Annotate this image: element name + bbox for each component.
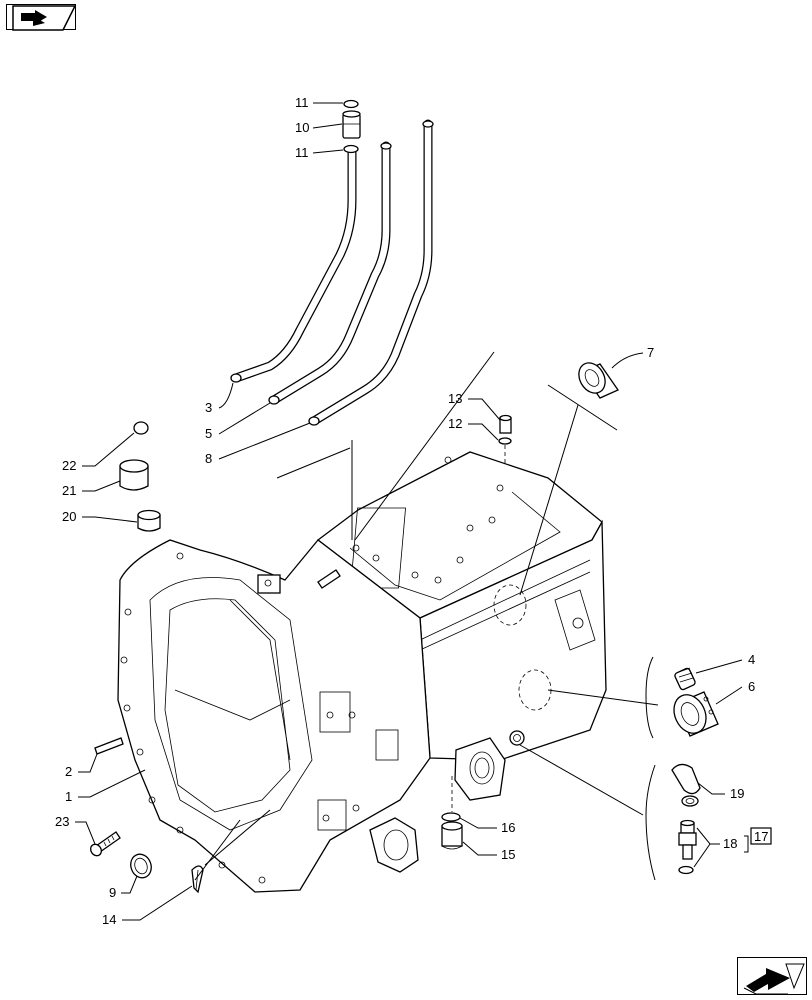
svg-text:12: 12 [448, 416, 462, 431]
leader-top-plate [354, 351, 495, 541]
pipe-5 [268, 141, 392, 405]
o-ring-11-top [343, 99, 359, 109]
svg-text:18: 18 [723, 836, 737, 851]
svg-text:8: 8 [205, 451, 212, 466]
callout-12: 12 [448, 416, 499, 441]
callout-7: 7 [611, 345, 654, 369]
callout-17: 17 [750, 827, 772, 845]
o-ring-16 [441, 812, 461, 822]
callout-21: 21 [62, 480, 121, 498]
previous-page-button[interactable] [6, 4, 77, 31]
svg-text:4: 4 [748, 652, 755, 667]
callout-16: 16 [459, 817, 515, 835]
callout-15: 15 [462, 841, 515, 862]
svg-text:22: 22 [62, 458, 76, 473]
svg-text:6: 6 [748, 679, 755, 694]
svg-text:21: 21 [62, 483, 76, 498]
leader-pin-14-b [194, 819, 241, 881]
o-ring-22 [133, 421, 149, 435]
leader-ring-7-a [547, 384, 618, 431]
callout-11-top: 11 [295, 95, 343, 110]
transmission-housing-1 [117, 451, 607, 893]
callout-3: 3 [205, 382, 234, 415]
svg-text:5: 5 [205, 426, 212, 441]
callout-8: 8 [205, 422, 311, 466]
svg-text:2: 2 [65, 764, 72, 779]
callout-10: 10 [295, 120, 343, 135]
ring-6 [673, 691, 719, 737]
pin-2 [94, 737, 124, 755]
svg-text:7: 7 [647, 345, 654, 360]
plug-21 [119, 459, 149, 491]
leader-drain [519, 744, 644, 816]
svg-text:1: 1 [65, 789, 72, 804]
svg-text:13: 13 [448, 391, 462, 406]
callout-11-bottom: 11 [295, 145, 344, 160]
bushing-10 [342, 110, 361, 139]
pipe-8 [308, 119, 434, 426]
callout-6: 6 [715, 679, 755, 705]
svg-text:11: 11 [295, 95, 309, 110]
leader-ring-7-b [519, 404, 579, 596]
callout-9: 9 [109, 875, 138, 900]
cap-19 [671, 763, 701, 807]
svg-text:15: 15 [501, 847, 515, 862]
callout-23: 23 [55, 814, 96, 845]
bracket-4-6 [645, 656, 654, 739]
next-page-button[interactable] [737, 957, 807, 995]
bushing-20 [137, 509, 161, 532]
o-ring-12 [498, 437, 512, 445]
next-page-arrow-icon [743, 963, 805, 995]
callout-18: 18 [693, 827, 749, 868]
svg-text:16: 16 [501, 820, 515, 835]
callout-5: 5 [205, 402, 271, 441]
seal-9 [130, 853, 152, 879]
callout-14: 14 [102, 885, 193, 927]
o-ring-11-bottom [343, 144, 359, 154]
svg-text:9: 9 [109, 885, 116, 900]
callout-1: 1 [65, 769, 146, 804]
plug-15 [441, 821, 463, 850]
leader-pin-14 [204, 809, 271, 866]
grub-screw-4 [674, 667, 696, 691]
bolt-23 [90, 831, 121, 857]
svg-text:20: 20 [62, 509, 76, 524]
pin-13 [499, 414, 512, 434]
ring-7 [578, 362, 619, 399]
svg-text:10: 10 [295, 120, 309, 135]
svg-text:19: 19 [730, 786, 744, 801]
callout-4: 4 [695, 652, 755, 674]
svg-text:11: 11 [295, 145, 309, 160]
svg-text:14: 14 [102, 912, 116, 927]
fitting-18 [678, 819, 697, 860]
split-pin-14 [191, 865, 204, 894]
pipe-3 [230, 145, 357, 383]
callout-22: 22 [62, 432, 135, 473]
callout-20: 20 [62, 509, 138, 524]
washer-18 [678, 865, 694, 875]
previous-page-arrow-icon [12, 5, 77, 31]
svg-text:3: 3 [205, 400, 212, 415]
svg-text:17: 17 [754, 829, 768, 844]
callout-13: 13 [448, 391, 501, 421]
callout-2: 2 [65, 753, 98, 779]
svg-text:23: 23 [55, 814, 69, 829]
leader-plate-left [276, 447, 351, 479]
leader-ring-6 [547, 689, 659, 706]
callout-19: 19 [697, 782, 744, 801]
bracket-18-19 [645, 764, 656, 881]
